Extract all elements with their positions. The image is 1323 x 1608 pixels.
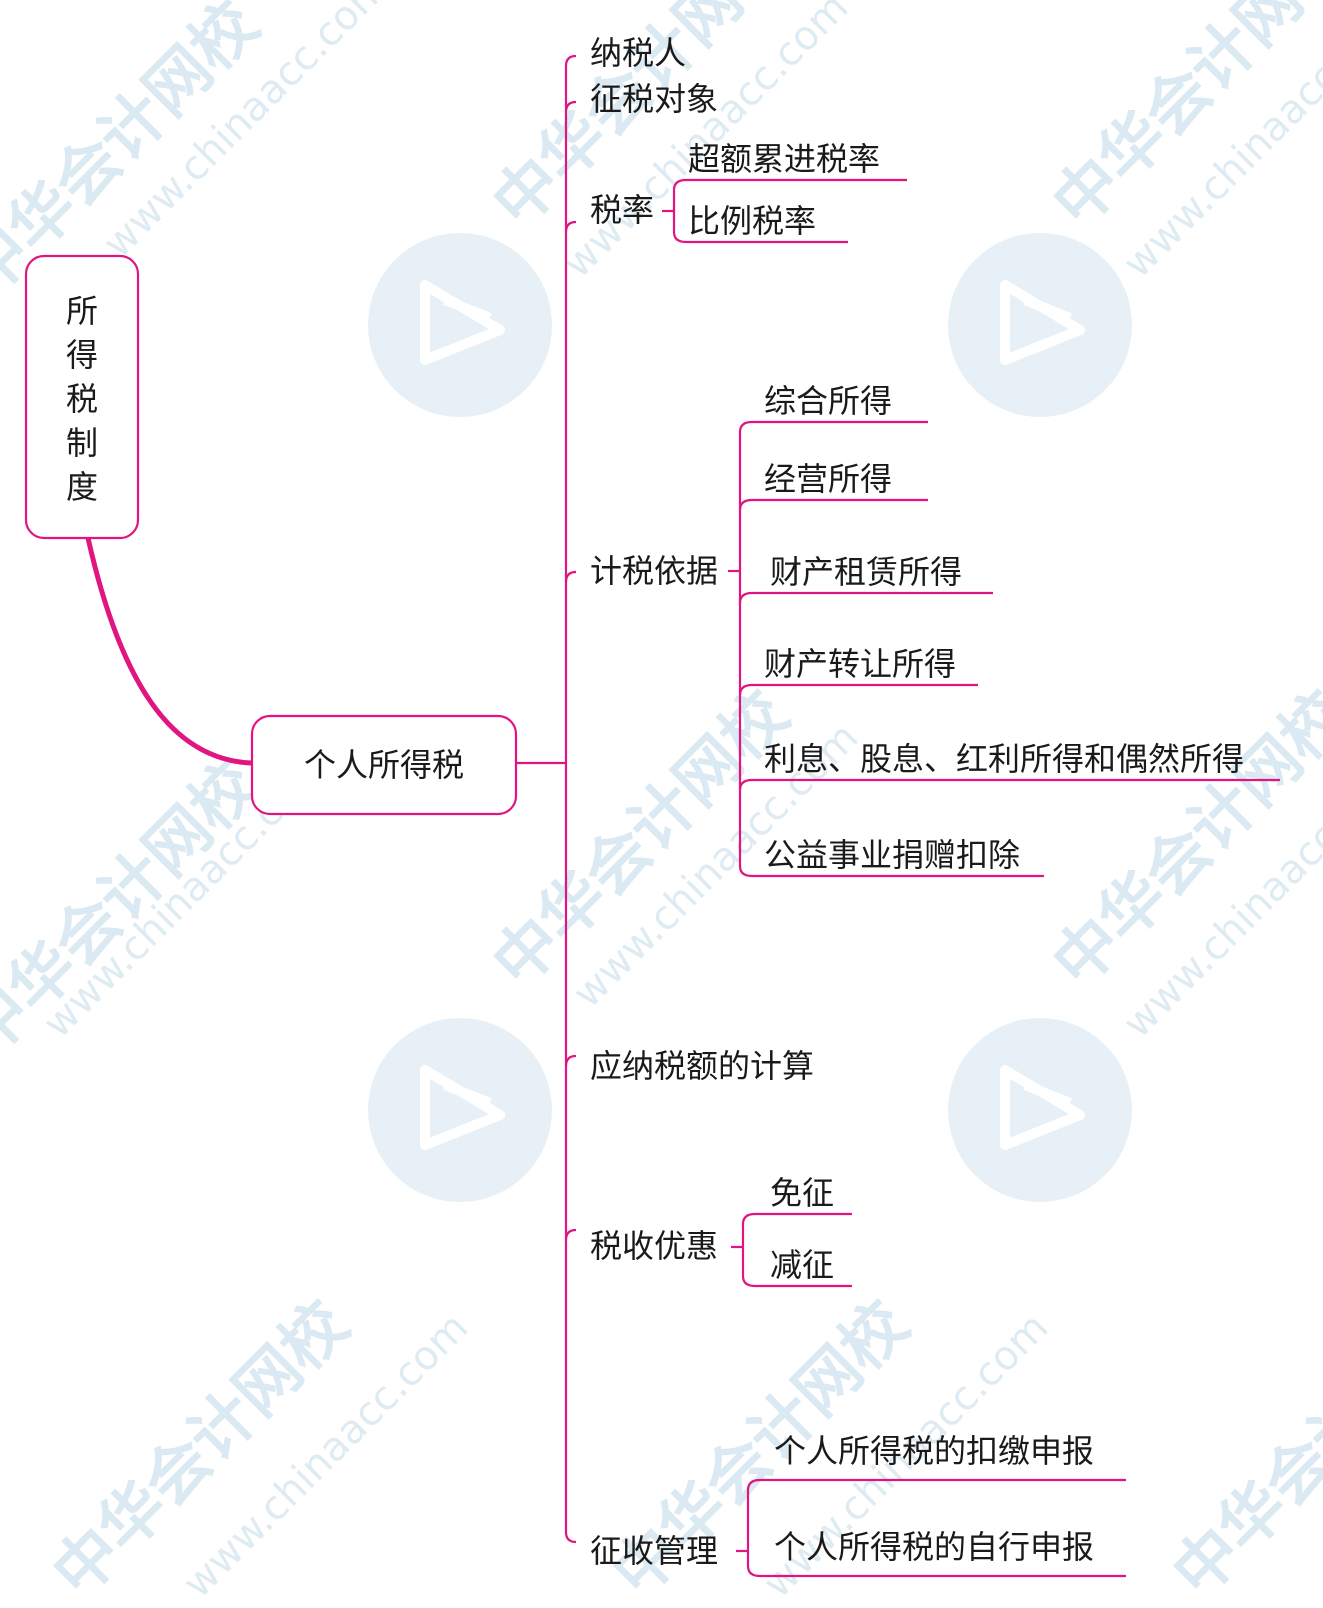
watermark-logo	[368, 233, 552, 417]
connectors	[85, 54, 1280, 1578]
child-underline	[741, 1224, 852, 1288]
watermark-logo	[948, 1018, 1132, 1202]
child-underline	[746, 1490, 1126, 1578]
branch-tick	[564, 570, 577, 583]
branch-label: 计税依据	[590, 552, 718, 590]
watermark-brand: 中华会计网校	[0, 747, 273, 1071]
child-label: 公益事业捐赠扣除	[764, 836, 1020, 874]
center-node: 个人所得税	[250, 714, 518, 816]
child-underline	[672, 178, 907, 191]
root-connector	[85, 537, 253, 766]
root-char: 度	[66, 468, 98, 506]
child-underline	[741, 1212, 852, 1225]
child-label: 减征	[770, 1246, 834, 1284]
branch-tick	[564, 220, 577, 233]
child-underline	[672, 190, 848, 244]
sub-spine	[738, 432, 1044, 878]
branch-label: 应纳税额的计算	[590, 1047, 814, 1085]
child-underline	[738, 420, 928, 433]
child-labels: 超额累进税率 比例税率 综合所得 经营所得 财产租赁所得 财产转让所得 利息、股…	[688, 140, 1244, 1566]
child-label: 利息、股息、红利所得和偶然所得	[764, 740, 1244, 778]
watermark-logo	[948, 233, 1132, 417]
root-char: 所	[66, 292, 98, 330]
branch-tick	[564, 1531, 577, 1544]
child-underline	[738, 591, 993, 604]
center-box	[250, 714, 518, 816]
child-label: 综合所得	[764, 382, 892, 420]
child-underline	[738, 683, 978, 696]
branch-label: 纳税人	[590, 34, 686, 72]
branch-label: 征收管理	[590, 1532, 718, 1570]
child-label: 个人所得税的自行申报	[774, 1528, 1094, 1566]
branch-labels: 纳税人 征税对象 税率 计税依据 应纳税额的计算 税收优惠 征收管理	[590, 34, 814, 1570]
center-label: 个人所得税	[304, 746, 464, 784]
child-label: 经营所得	[764, 460, 892, 498]
root-node: 所 得 税 制 度	[24, 254, 140, 540]
child-label: 超额累进税率	[688, 140, 880, 178]
child-label: 免征	[770, 1174, 834, 1212]
child-label: 财产租赁所得	[770, 553, 962, 591]
child-label: 财产转让所得	[764, 645, 956, 683]
root-box	[24, 254, 140, 540]
child-underline	[738, 778, 1280, 791]
root-char: 制	[66, 424, 98, 462]
child-underline	[746, 1478, 1126, 1491]
root-char: 得	[66, 336, 98, 374]
branch-tick	[564, 54, 577, 67]
watermark-logo	[368, 1018, 552, 1202]
branch-label: 税率	[590, 191, 654, 229]
branch-tick	[564, 100, 577, 113]
branch-tick	[564, 1054, 577, 1067]
branch-label: 税收优惠	[590, 1227, 718, 1265]
child-label: 个人所得税的扣缴申报	[774, 1432, 1094, 1470]
root-char: 税	[66, 380, 98, 418]
branch-tick	[564, 1228, 577, 1241]
child-label: 比例税率	[688, 202, 816, 240]
branch-label: 征税对象	[590, 80, 718, 118]
child-underline	[738, 498, 928, 511]
watermark-brand: 中华会计网校	[1159, 1287, 1323, 1608]
